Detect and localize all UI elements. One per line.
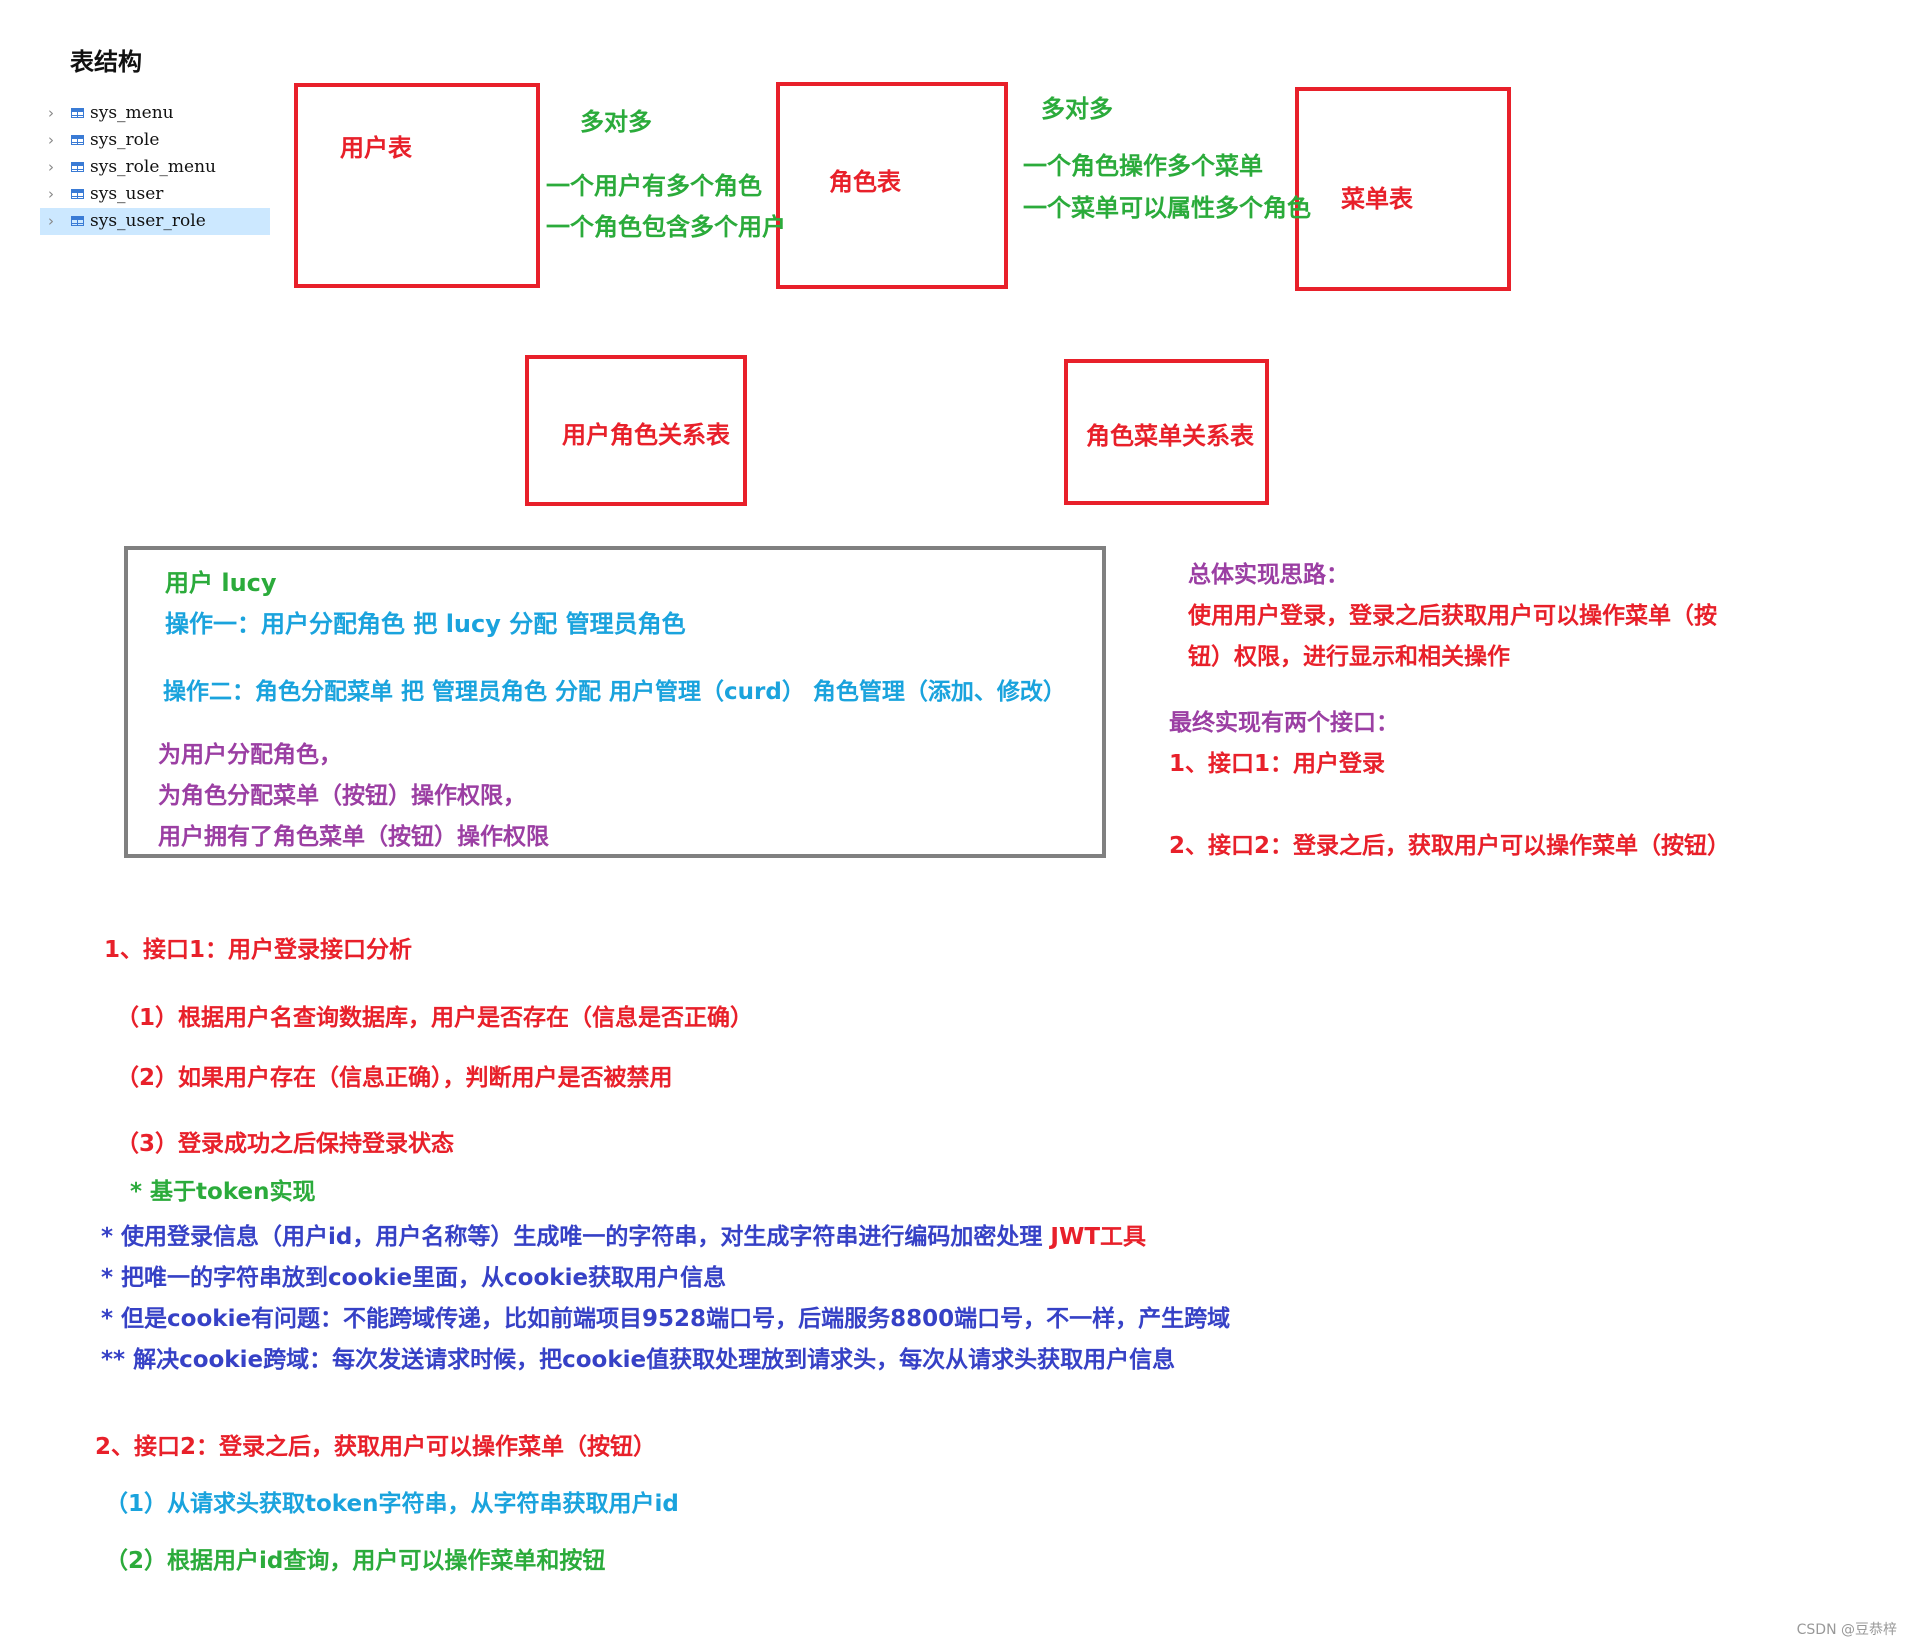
analysis1-heading: 1、接口1：用户登录接口分析 <box>104 937 413 963</box>
example-user: 用户 lucy <box>165 569 277 597</box>
table-icon <box>71 108 84 118</box>
menu-table-label: 菜单表 <box>1341 185 1413 213</box>
chevron-right-icon[interactable]: › <box>48 158 54 176</box>
chevron-right-icon[interactable]: › <box>48 212 54 230</box>
analysis2-heading: 2、接口2：登录之后，获取用户可以操作菜单（按钮） <box>95 1434 657 1460</box>
analysis1-bullet1-row: * 使用登录信息（用户id，用户名称等）生成唯一的字符串，对生成字符串进行编码加… <box>101 1217 1146 1251</box>
overall-heading: 总体实现思路： <box>1188 562 1349 588</box>
page-title: 表结构 <box>70 48 142 76</box>
tree-item-sys-menu[interactable]: › sys_menu <box>40 100 270 127</box>
tree-item-label: sys_user_role <box>90 211 206 231</box>
user-table-label: 用户表 <box>340 134 412 162</box>
watermark: CSDN @豆恭梓 <box>1796 1622 1897 1638</box>
chevron-right-icon[interactable]: › <box>48 185 54 203</box>
menu-table-box <box>1295 87 1511 291</box>
relation-role-menu-title: 多对多 <box>1041 95 1113 123</box>
user-role-table-label: 用户角色关系表 <box>562 421 730 449</box>
relation-user-role-title: 多对多 <box>580 108 652 136</box>
table-icon <box>71 189 84 199</box>
tree-item-sys-role-menu[interactable]: › sys_role_menu <box>40 154 270 181</box>
chevron-right-icon[interactable]: › <box>48 104 54 122</box>
overall-line2: 钮）权限，进行显示和相关操作 <box>1188 644 1510 670</box>
analysis2-step2: （2）根据用户id查询，用户可以操作菜单和按钮 <box>105 1548 606 1574</box>
role-table-box <box>776 82 1008 289</box>
user-role-table-box <box>525 355 747 506</box>
table-icon <box>71 216 84 226</box>
analysis1-bullet3: * 但是cookie有问题：不能跨域传递，比如前端项目9528端口号，后端服务8… <box>101 1306 1231 1332</box>
tree-item-sys-user-role[interactable]: › sys_user_role <box>40 208 270 235</box>
final-heading: 最终实现有两个接口： <box>1169 710 1399 736</box>
tree-item-label: sys_user <box>90 184 164 204</box>
example-note2: 为角色分配菜单（按钮）操作权限， <box>158 783 526 809</box>
example-box <box>124 546 1106 858</box>
analysis1-step1: （1）根据用户名查询数据库，用户是否存在（信息是否正确） <box>116 1005 754 1031</box>
analysis1-token: * 基于token实现 <box>130 1179 316 1205</box>
table-tree: › sys_menu › sys_role › sys_role_menu › … <box>40 100 270 235</box>
example-op2: 操作二：角色分配菜单 把 管理员角色 分配 用户管理（curd） 角色管理（添加… <box>163 679 1066 705</box>
final-api1: 1、接口1：用户登录 <box>1169 751 1386 777</box>
table-icon <box>71 162 84 172</box>
table-icon <box>71 135 84 145</box>
tree-item-label: sys_role <box>90 130 160 150</box>
relation-role-menu-line2: 一个菜单可以属性多个角色 <box>1023 194 1311 222</box>
role-table-label: 角色表 <box>829 168 901 196</box>
tree-item-sys-user[interactable]: › sys_user <box>40 181 270 208</box>
role-menu-table-label: 角色菜单关系表 <box>1086 422 1254 450</box>
relation-user-role-line1: 一个用户有多个角色 <box>546 172 762 200</box>
analysis1-bullet1-tool: JWT工具 <box>1050 1224 1147 1250</box>
user-table-box <box>294 83 540 288</box>
example-note1: 为用户分配角色， <box>158 742 342 768</box>
analysis2-step1: （1）从请求头获取token字符串，从字符串获取用户id <box>105 1491 679 1517</box>
relation-user-role-line2: 一个角色包含多个用户 <box>546 213 786 241</box>
tree-item-label: sys_menu <box>90 103 174 123</box>
analysis1-step3: （3）登录成功之后保持登录状态 <box>116 1131 455 1157</box>
tree-item-sys-role[interactable]: › sys_role <box>40 127 270 154</box>
final-api2: 2、接口2：登录之后，获取用户可以操作菜单（按钮） <box>1169 833 1731 859</box>
analysis1-bullet1: * 使用登录信息（用户id，用户名称等）生成唯一的字符串，对生成字符串进行编码加… <box>101 1224 1043 1250</box>
analysis1-bullet2: * 把唯一的字符串放到cookie里面，从cookie获取用户信息 <box>101 1265 727 1291</box>
tree-item-label: sys_role_menu <box>90 157 216 177</box>
relation-role-menu-line1: 一个角色操作多个菜单 <box>1023 152 1263 180</box>
chevron-right-icon[interactable]: › <box>48 131 54 149</box>
role-menu-table-box <box>1064 359 1269 505</box>
example-note3: 用户拥有了角色菜单（按钮）操作权限 <box>158 824 549 850</box>
analysis1-step2: （2）如果用户存在（信息正确），判断用户是否被禁用 <box>116 1065 673 1091</box>
example-op1: 操作一：用户分配角色 把 lucy 分配 管理员角色 <box>165 610 686 638</box>
analysis1-bullet4: ** 解决cookie跨域：每次发送请求时候，把cookie值获取处理放到请求头… <box>101 1347 1176 1373</box>
overall-line1: 使用用户登录，登录之后获取用户可以操作菜单（按 <box>1188 603 1717 629</box>
